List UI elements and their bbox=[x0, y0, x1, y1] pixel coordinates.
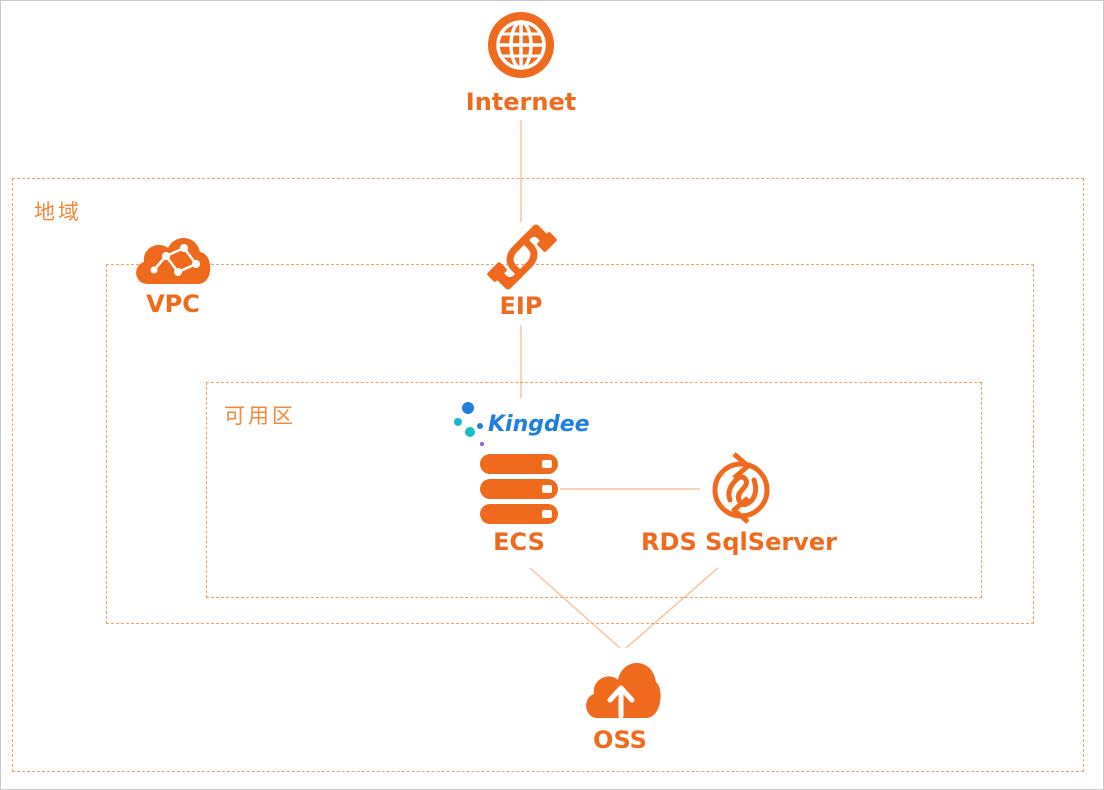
internet-label: Internet bbox=[465, 88, 577, 116]
line-rds-oss bbox=[625, 567, 719, 649]
availability-zone bbox=[206, 382, 982, 598]
kingdee-dots-logo bbox=[452, 400, 486, 450]
oss-label: OSS bbox=[593, 726, 647, 754]
az-label: 可用区 bbox=[224, 404, 296, 428]
eip-label: EIP bbox=[499, 292, 543, 320]
globe-icon bbox=[486, 10, 556, 80]
ecs-label: ECS bbox=[493, 528, 545, 556]
server-stack-icon bbox=[478, 452, 560, 526]
vpc-label: VPC bbox=[146, 290, 200, 318]
region-zone bbox=[12, 178, 1084, 772]
cloud-upload-icon bbox=[580, 652, 662, 724]
line-ecs-oss bbox=[529, 567, 621, 649]
rds-label: RDS SqlServer bbox=[641, 528, 837, 556]
region-label: 地域 bbox=[34, 200, 82, 224]
vpc-zone bbox=[106, 264, 1034, 624]
database-sync-icon bbox=[708, 450, 774, 526]
link-chain-icon bbox=[484, 224, 560, 290]
kingdee-logo-text: Kingdee bbox=[488, 412, 590, 437]
cloud-network-icon bbox=[130, 226, 214, 288]
